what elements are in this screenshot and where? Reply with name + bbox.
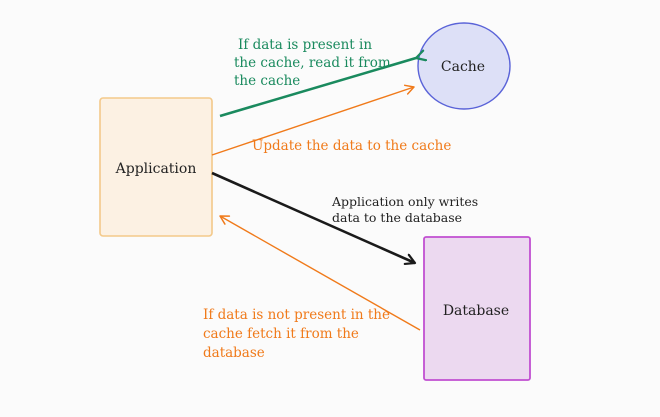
cache-to-app-label-line: the cache [234,73,300,89]
db-to-app-label: If data is not present in the cache fetc… [203,307,394,361]
cache-to-app-arrow [219,58,416,118]
app-to-cache-arrow [211,84,415,156]
app-to-db-arrow [211,171,415,263]
db-to-app-arrow [219,215,421,331]
db-to-app-label-line: If data is not present in the [203,307,390,323]
database-node: Database [423,236,531,381]
cache-to-app-label-line: If data is present in [238,37,372,53]
database-box [423,236,531,381]
db-to-app-label-line: database [203,345,265,361]
cache-to-app-label: If data is present in the cache, read it… [234,37,395,89]
app-to-db-label-line: Application only writes [331,194,478,209]
cache-label: Cache [441,59,485,75]
app-to-cache-label-line: Update the data to the cache [252,138,451,154]
cache-node: Cache [417,22,511,110]
app-to-db-label-line: data to the database [332,210,462,225]
cache-to-app-label-line: the cache, read it from [234,55,391,71]
application-box [99,97,213,237]
db-to-app-label-line: cache fetch it from the [203,326,359,342]
app-to-db-label: Application only writes data to the data… [331,194,482,225]
application-node: Application [99,97,213,237]
cache-circle [417,22,511,110]
database-label: Database [443,303,509,319]
app-to-cache-label: Update the data to the cache [252,138,451,154]
application-label: Application [115,161,197,177]
